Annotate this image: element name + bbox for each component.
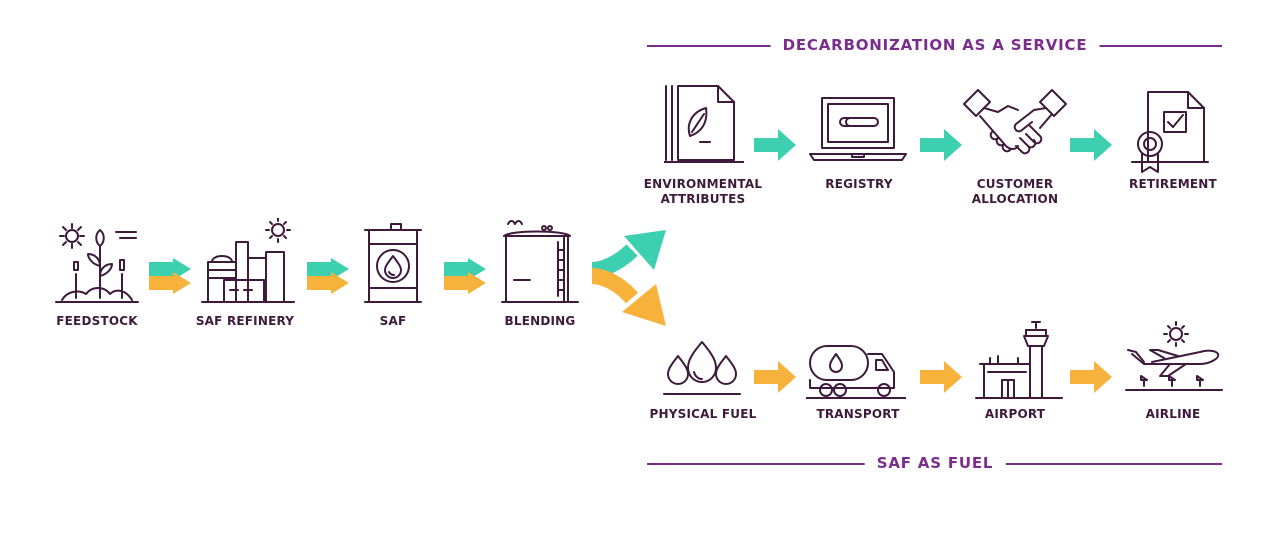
label-retirement: RETIREMENT [1129, 177, 1217, 192]
refinery-icon [201, 218, 295, 303]
label-registry: REGISTRY [825, 177, 892, 192]
label-line: REGISTRY [825, 177, 893, 191]
certificate-icon [1131, 91, 1209, 173]
arrow-refinery-saf [307, 258, 349, 294]
arrow-fuel-transport [754, 361, 796, 393]
label-environmental-attributes: ENVIRONMENTAL ATTRIBUTES [644, 177, 762, 207]
fuel-drops-icon [663, 341, 741, 395]
label-transport: TRANSPORT [816, 407, 900, 421]
label-physical-fuel: PHYSICAL FUEL [649, 407, 757, 421]
arrow-feedstock-refinery [149, 258, 191, 294]
header-saf-as-fuel: SAF AS FUEL [864, 454, 1006, 472]
arrow-registry-allocation [920, 129, 962, 161]
arrow-saf-blending [444, 258, 486, 294]
label-saf: SAF [379, 314, 407, 328]
arrow-allocation-retirement [1070, 129, 1112, 161]
label-airline: AIRLINE [1145, 407, 1201, 421]
label-line: ATTRIBUTES [660, 192, 746, 206]
label-line: RETIREMENT [1129, 177, 1217, 191]
split-arrows [591, 230, 666, 326]
handshake-icon [963, 89, 1067, 155]
fuel-barrel-icon [364, 223, 422, 303]
feedstock-plants-icon [55, 223, 139, 303]
label-airport: AIRPORT [984, 407, 1046, 421]
tanker-truck-icon [806, 345, 906, 399]
airplane-icon [1125, 321, 1223, 391]
label-line: ALLOCATION [971, 192, 1059, 206]
label-customer-allocation: CUSTOMER ALLOCATION [972, 177, 1058, 207]
header-decarbonization: DECARBONIZATION AS A SERVICE [770, 36, 1100, 54]
label-blending: BLENDING [504, 314, 576, 328]
label-line: CUSTOMER [976, 177, 1054, 191]
laptop-icon [809, 97, 907, 161]
label-saf-refinery: SAF REFINERY [195, 314, 295, 328]
arrow-airport-airline [1070, 361, 1112, 393]
label-feedstock: FEEDSTOCK [56, 314, 138, 328]
blending-tank-icon [501, 220, 579, 303]
arrow-attributes-registry [754, 129, 796, 161]
document-leaf-icon [664, 85, 744, 163]
control-tower-icon [975, 321, 1063, 399]
label-line: ENVIRONMENTAL [643, 177, 763, 191]
arrow-transport-airport [920, 361, 962, 393]
